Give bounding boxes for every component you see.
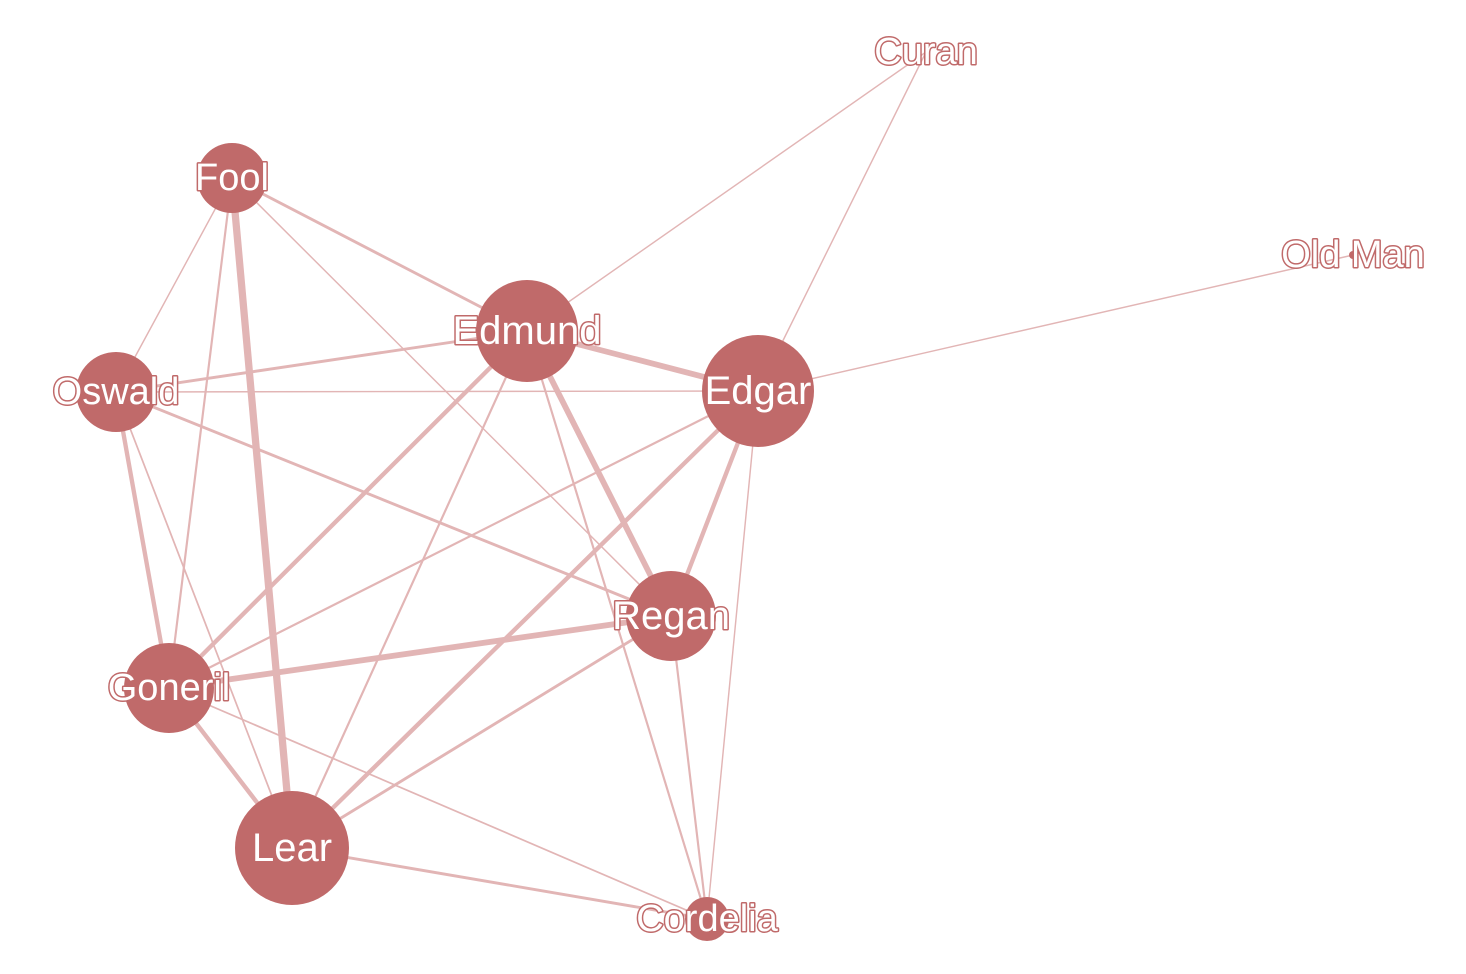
node-edgar[interactable] (702, 335, 814, 447)
edge-regan-cordelia (669, 614, 709, 921)
node-label-regan: Regan (612, 594, 730, 638)
edge-oswald-edmund (114, 329, 529, 394)
edge-edgar-lear (289, 388, 761, 851)
node-label-edmund: Edmund (453, 309, 602, 353)
node-cordelia[interactable] (685, 897, 729, 941)
edge-edmund-lear (290, 329, 529, 850)
node-fool[interactable] (197, 143, 267, 213)
node-label-old-man: Old Man (1281, 234, 1425, 276)
edges-layer (113, 51, 1354, 921)
node-oswald[interactable] (76, 352, 156, 432)
edge-edgar-cordelia (706, 390, 759, 920)
edge-edgar-curan (757, 51, 927, 392)
node-lear[interactable] (235, 791, 349, 905)
node-label-cordelia: Cordelia (636, 898, 778, 940)
edge-goneril-regan (166, 613, 674, 691)
edge-oswald-lear (115, 391, 293, 849)
edge-fool-lear (228, 174, 296, 852)
edge-lear-regan (290, 614, 673, 850)
node-label-oswald: Oswald (53, 371, 180, 413)
node-label-goneril: Goneril (108, 667, 231, 709)
edge-edmund-regan (524, 328, 674, 619)
edge-oswald-goneril (113, 389, 172, 691)
node-label-edgar: Edgar (705, 369, 812, 413)
node-edmund[interactable] (476, 280, 578, 382)
node-goneril[interactable] (124, 643, 214, 733)
edge-fool-oswald (115, 177, 233, 393)
edge-edgar-old_man (757, 254, 1354, 392)
edge-lear-cordelia (290, 846, 709, 921)
edge-fool-edmund (230, 176, 529, 333)
nodes-layer (76, 143, 1357, 941)
node-label-lear: Lear (252, 826, 332, 870)
node-label-curan: Curan (874, 31, 978, 73)
edge-goneril-cordelia (168, 687, 708, 920)
edge-oswald-regan (114, 390, 673, 618)
edge-edmund-goneril (166, 328, 530, 691)
edge-fool-goneril (167, 176, 234, 690)
node-old-man[interactable] (1349, 251, 1357, 259)
edge-edmund-curan (526, 51, 927, 332)
edge-fool-regan (231, 177, 672, 617)
edge-edmund-cordelia (525, 329, 709, 921)
edge-oswald-edgar (115, 390, 759, 393)
node-label-fool: Fool (195, 157, 269, 199)
node-regan[interactable] (626, 571, 716, 661)
edge-goneril-edgar (167, 389, 760, 690)
